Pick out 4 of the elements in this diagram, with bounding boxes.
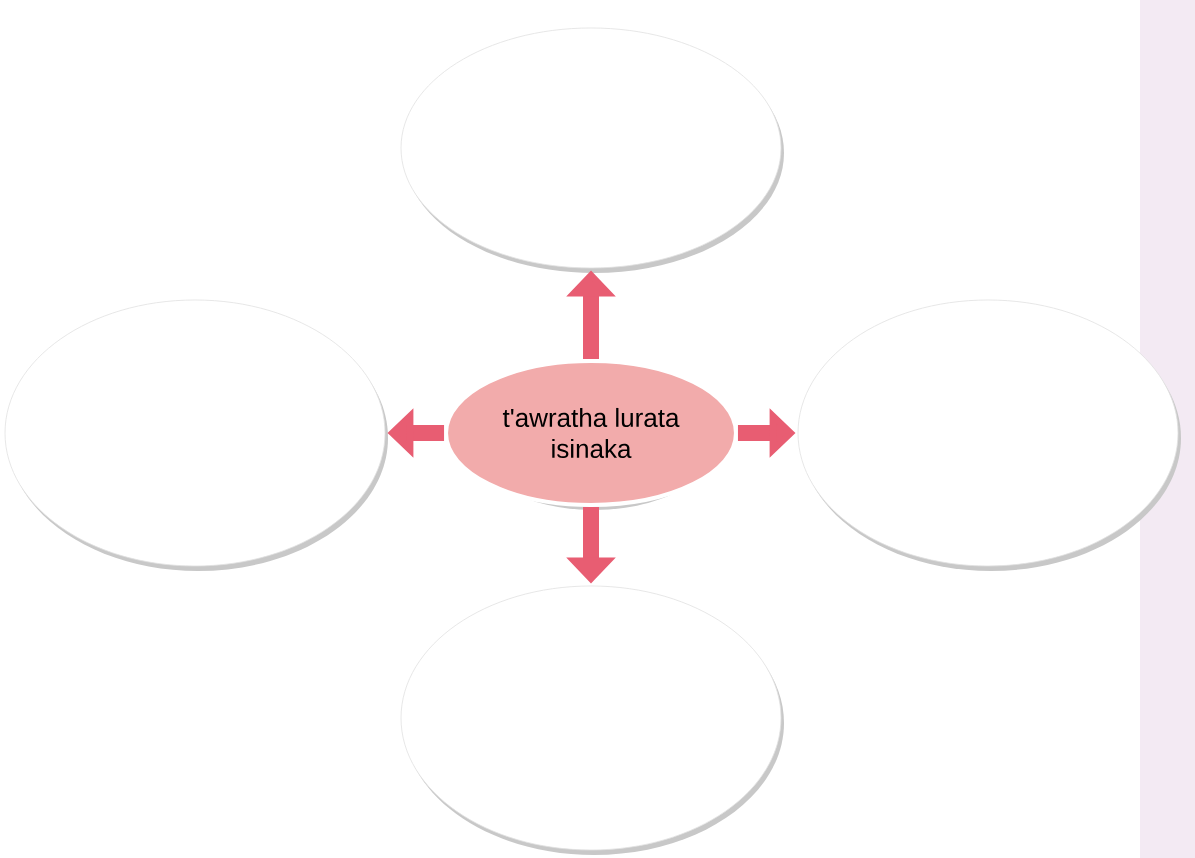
empty-ellipse	[400, 585, 784, 855]
empty-ellipse	[4, 299, 388, 571]
empty-ellipse	[797, 299, 1181, 571]
empty-ellipse	[400, 27, 784, 273]
